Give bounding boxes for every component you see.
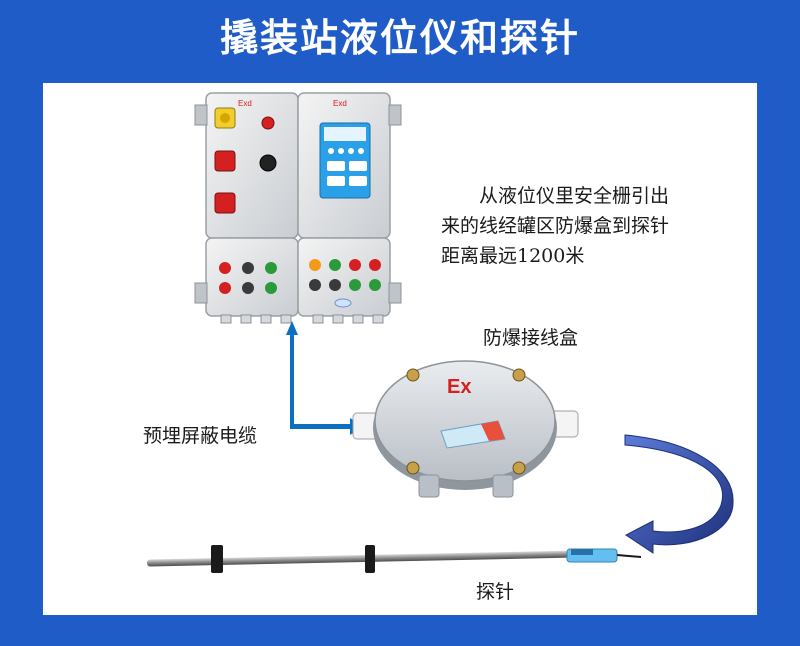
curved-return-arrow (624, 434, 734, 554)
red-button-2 (214, 192, 236, 214)
description-text: 从液位仪里安全栅引出 来的线经罐区防爆盒到探针 距离最远1200米 (441, 181, 669, 271)
bottom-right-lamps (309, 259, 381, 308)
diagram-canvas: Exd Exd Ex (147, 92, 734, 573)
black-knob (259, 154, 277, 172)
description-line-1: 从液位仪里安全栅引出 (479, 185, 670, 207)
description-line-2: 来的线经罐区防爆盒到探针 (441, 215, 670, 237)
float-2 (365, 545, 375, 573)
junction-box: Ex (352, 360, 579, 498)
control-cabinet: Exd Exd (194, 92, 402, 324)
bottom-left-lamps (219, 262, 277, 294)
junction-box-label: 防爆接线盒 (483, 327, 579, 349)
cable-route-arrow (286, 321, 363, 435)
float-1 (211, 545, 223, 573)
cabinet-tag-right: Exd (333, 99, 347, 108)
page-title: 撬装站液位仪和探针 (219, 16, 580, 60)
diagram-panel: Exd Exd Ex (43, 83, 757, 615)
cabinet-tag-left: Exd (238, 99, 252, 108)
cable-label: 预埋屏蔽电缆 (143, 425, 258, 447)
ex-marking: Ex (447, 376, 471, 398)
description-line-3: 距离最远1200米 (441, 245, 585, 267)
red-button-1 (214, 150, 236, 172)
probe-label: 探针 (476, 581, 515, 603)
cabinet-door-bottom-left (205, 237, 299, 317)
cabinet-door-bottom-right (297, 237, 391, 317)
probe (147, 545, 642, 573)
red-indicator (261, 116, 275, 130)
